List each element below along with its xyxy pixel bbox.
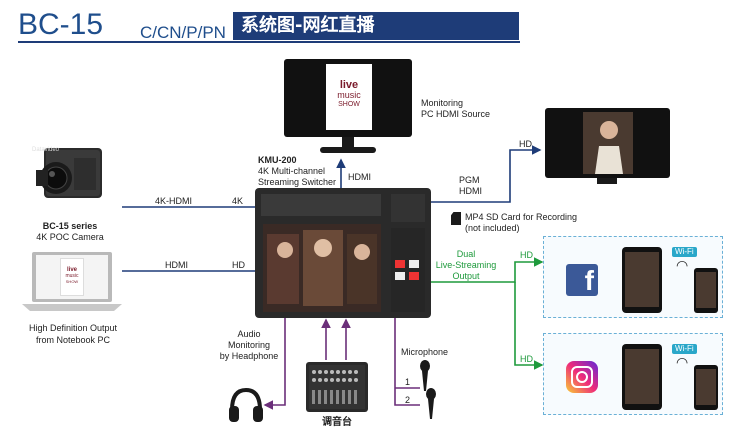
microphone-1-icon (418, 360, 432, 392)
switcher-name: KMU-200 (258, 155, 297, 165)
mon-poster-top: live (339, 79, 359, 91)
title-rule (18, 41, 520, 43)
fb-tablet (622, 247, 662, 313)
pgm-monitor (545, 108, 670, 188)
mon-poster-bot: SHOW (338, 101, 360, 108)
notebook-icon: live music SHOW (22, 250, 122, 312)
audio-label-1: Audio (237, 329, 261, 339)
mic-label: Microphone (401, 347, 449, 357)
camera-brand: Datavideo (32, 147, 60, 153)
switcher-screen (263, 224, 381, 312)
pgm-link (431, 145, 542, 203)
camera-desc: 4K POC Camera (36, 232, 104, 242)
dual-label-2: Live-Streaming (435, 260, 497, 270)
model-name: BC-15 (18, 8, 104, 41)
facebook-icon: f (566, 264, 598, 296)
kmu200-switcher (255, 188, 431, 318)
mon-poster-mid: music (337, 90, 361, 100)
diagram-title: 系统图-网红直播 (233, 12, 519, 40)
model-variants: C/CN/P/PN (140, 23, 226, 42)
audio-label-2: Monitoring (227, 340, 271, 350)
mixer-label: 调音台 (322, 417, 352, 428)
dual-label-3: Output (452, 271, 480, 281)
dual-label-1: Dual (456, 249, 476, 259)
sd-label-1: MP4 SD Card for Recording (465, 212, 578, 222)
hd-ig-label: HD (520, 354, 533, 364)
microphone-2-icon (424, 388, 438, 420)
cam-port-label: 4K (232, 196, 244, 206)
switcher-line3: Streaming Switcher (258, 177, 337, 187)
monitoring-monitor: live music SHOW (284, 59, 412, 155)
audio-label-3: by Headphone (219, 351, 279, 361)
camera-icon (30, 140, 112, 204)
nb-port-label: HD (232, 260, 245, 270)
ig-phone (694, 365, 718, 410)
up-hdmi-label: HDMI (348, 172, 371, 182)
fb-wifi-icon: ◠ (676, 257, 689, 273)
ig-wifi-badge: Wi-Fi (672, 344, 697, 354)
hd-fb-label: HD (520, 250, 533, 260)
mic-1-label: 1 (405, 377, 411, 387)
pgm-hd-label: HD (519, 139, 532, 149)
notebook-label-1: High Definition Output (28, 323, 118, 333)
camera-name: BC-15 series (42, 221, 98, 231)
monitoring-label-2: PC HDMI Source (421, 109, 491, 119)
audio-mixer-icon (306, 362, 368, 412)
ig-tablet (622, 344, 662, 410)
mic-2-label: 2 (405, 395, 411, 405)
audio-links (263, 318, 420, 410)
ig-wifi-icon: ◠ (676, 354, 689, 370)
fb-wifi-badge: Wi-Fi (672, 247, 697, 257)
monitor-poster: live music SHOW (326, 64, 372, 130)
headphone-icon (228, 386, 264, 426)
monitoring-label-1: Monitoring (421, 98, 464, 108)
sd-label-2: (not included) (465, 223, 520, 233)
sd-card-icon (451, 212, 461, 225)
pgm-label-2: HDMI (459, 186, 482, 196)
nb-poster-top: live (66, 267, 77, 273)
pgm-label-1: PGM (459, 175, 480, 185)
stream-links (431, 257, 544, 370)
nb-poster-mid: music (65, 273, 79, 279)
switcher-line2: 4K Multi-channel (258, 166, 326, 176)
pgm-monitor-image (583, 112, 633, 174)
notebook-label-2: from Notebook PC (35, 335, 111, 345)
nb-poster-bot: SHOW (65, 279, 79, 284)
nb-cable-label: HDMI (165, 260, 188, 270)
fb-phone (694, 268, 718, 313)
cam-cable-label: 4K-HDMI (155, 196, 193, 206)
notebook-poster: live music SHOW (60, 258, 84, 296)
instagram-icon (566, 361, 598, 393)
